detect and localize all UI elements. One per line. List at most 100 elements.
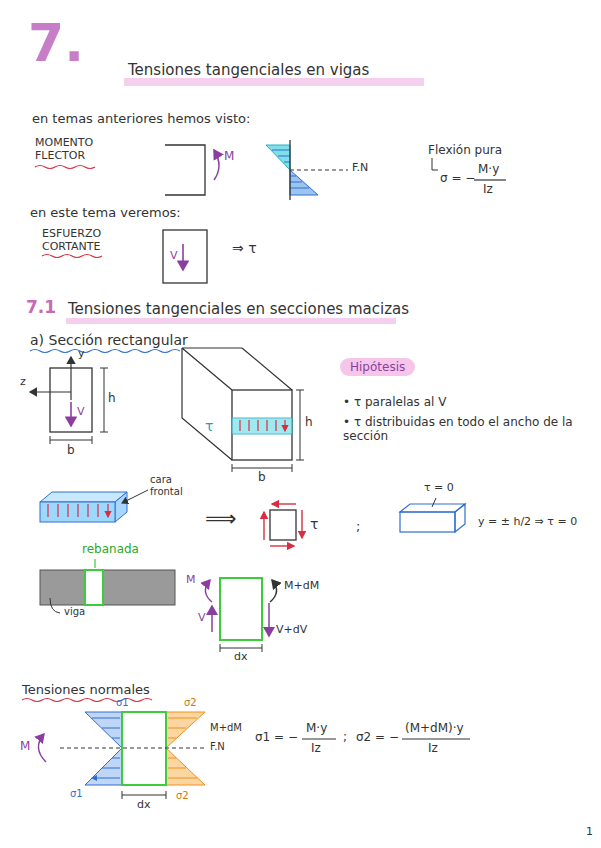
note-label: V <box>77 406 85 419</box>
leader-line <box>432 498 436 507</box>
slice <box>220 578 262 640</box>
neutral-fiber <box>290 170 348 171</box>
note-label: σ = − <box>440 172 475 186</box>
beam-block <box>182 348 292 460</box>
fraction-line <box>302 738 336 739</box>
note-label: τ = 0 <box>424 482 454 495</box>
note-label: 1 <box>586 826 593 839</box>
note-label: h <box>108 392 116 406</box>
note-label: cara frontal <box>150 474 205 497</box>
beam-strip <box>40 570 175 605</box>
z-axis <box>30 391 71 392</box>
front-face <box>232 390 292 460</box>
note-label: (M+dM)·y <box>405 722 464 736</box>
note-label: Iz <box>428 742 438 756</box>
note-label: M+dM <box>284 580 319 593</box>
hook-arrow <box>432 158 438 170</box>
wavy-underline <box>35 166 95 169</box>
note-label: Tensiones tangenciales en secciones maci… <box>68 301 409 318</box>
slab-front <box>40 502 115 522</box>
note-label: b <box>258 471 266 485</box>
note-label: M+dM <box>210 722 242 734</box>
note-label: en este tema veremos: <box>30 206 181 221</box>
note-label: M·y <box>478 163 499 177</box>
stress-triangle <box>85 712 122 748</box>
note-label: en temas anteriores hemos visto: <box>32 112 250 127</box>
slab-side <box>455 504 465 532</box>
stress-triangle <box>166 748 205 785</box>
fraction-line <box>474 179 506 180</box>
shear-arrows <box>48 504 108 517</box>
note-label: a) Sección rectangular <box>30 332 188 348</box>
dimension-line <box>122 791 166 799</box>
stress-triangle <box>166 712 205 748</box>
dimension-line <box>296 390 304 460</box>
note-label: rebanada <box>82 543 139 557</box>
note-label: σ2 = − <box>356 731 399 745</box>
shear-arrow <box>211 606 213 632</box>
shear-arrows <box>240 420 285 431</box>
moment-arrow <box>270 580 277 602</box>
note-label: τ <box>205 418 213 434</box>
note-label: ESFUERZO CORTANTE <box>42 228 120 253</box>
slab-side <box>115 492 127 522</box>
hypothesis-blob: Hipótesis <box>340 358 415 376</box>
note-label: σ1 = − <box>255 731 298 745</box>
note-label: • τ paralelas al V <box>343 396 446 410</box>
neutral-fiber <box>60 748 205 749</box>
shear-arrow <box>301 510 302 538</box>
shear-arrow <box>268 603 270 636</box>
moment-arrow <box>214 150 219 180</box>
note-label: τ <box>310 516 318 532</box>
heading-highlight <box>66 318 396 324</box>
moment-arrow <box>205 580 212 602</box>
note-label: σ1 <box>70 788 83 800</box>
leader-line <box>50 598 60 613</box>
note-label: b <box>67 444 75 458</box>
shear-band <box>232 418 292 434</box>
note-label: y <box>78 348 85 361</box>
shear-arrow <box>182 244 184 270</box>
note-label: σ2 <box>184 697 197 709</box>
note-label: h <box>305 416 313 430</box>
note-label: M <box>186 574 196 587</box>
dimension-line <box>50 436 92 444</box>
y-axis <box>70 357 71 400</box>
wavy-underline <box>30 350 180 353</box>
note-label: F.N <box>210 741 225 753</box>
note-label: 7. <box>28 14 84 74</box>
note-label: • τ distribuidas en todo el ancho de la … <box>343 416 588 444</box>
note-label: ; <box>343 731 347 745</box>
wavy-underline <box>42 255 102 258</box>
wavy-underline <box>22 699 152 702</box>
note-label: V+dV <box>276 624 307 637</box>
hypothesis-label: Hipótesis <box>350 360 405 374</box>
note-label: σ2 <box>176 790 189 802</box>
title-highlight <box>124 78 424 86</box>
slice <box>85 570 103 605</box>
note-label: M <box>224 150 234 164</box>
note-label: M <box>20 740 30 754</box>
note-label: dx <box>234 651 248 664</box>
note-label: F.N <box>352 162 368 175</box>
note-label: dx <box>137 799 151 812</box>
note-label: z <box>20 376 26 389</box>
note-label: y = ± h/2 ⇒ τ = 0 <box>478 516 577 529</box>
shear-arrow <box>272 503 296 504</box>
leader-line <box>122 490 148 503</box>
moment-arrow <box>38 734 46 762</box>
note-label: ⟹ <box>205 506 237 531</box>
stress-triangle <box>266 145 290 170</box>
note-label: MOMENTO FLECTOR <box>35 137 105 162</box>
slab-top <box>40 492 127 502</box>
section-outline <box>163 230 207 283</box>
shear-arrow <box>270 545 294 546</box>
note-label: viga <box>64 606 85 618</box>
fraction-line <box>402 738 470 739</box>
note-label: Tensiones normales <box>22 683 150 698</box>
note-label: V <box>170 250 178 263</box>
note-label: Flexión pura <box>428 144 502 158</box>
dimension-line <box>100 368 108 432</box>
element-square <box>270 510 296 540</box>
note-label: Iz <box>311 742 321 756</box>
